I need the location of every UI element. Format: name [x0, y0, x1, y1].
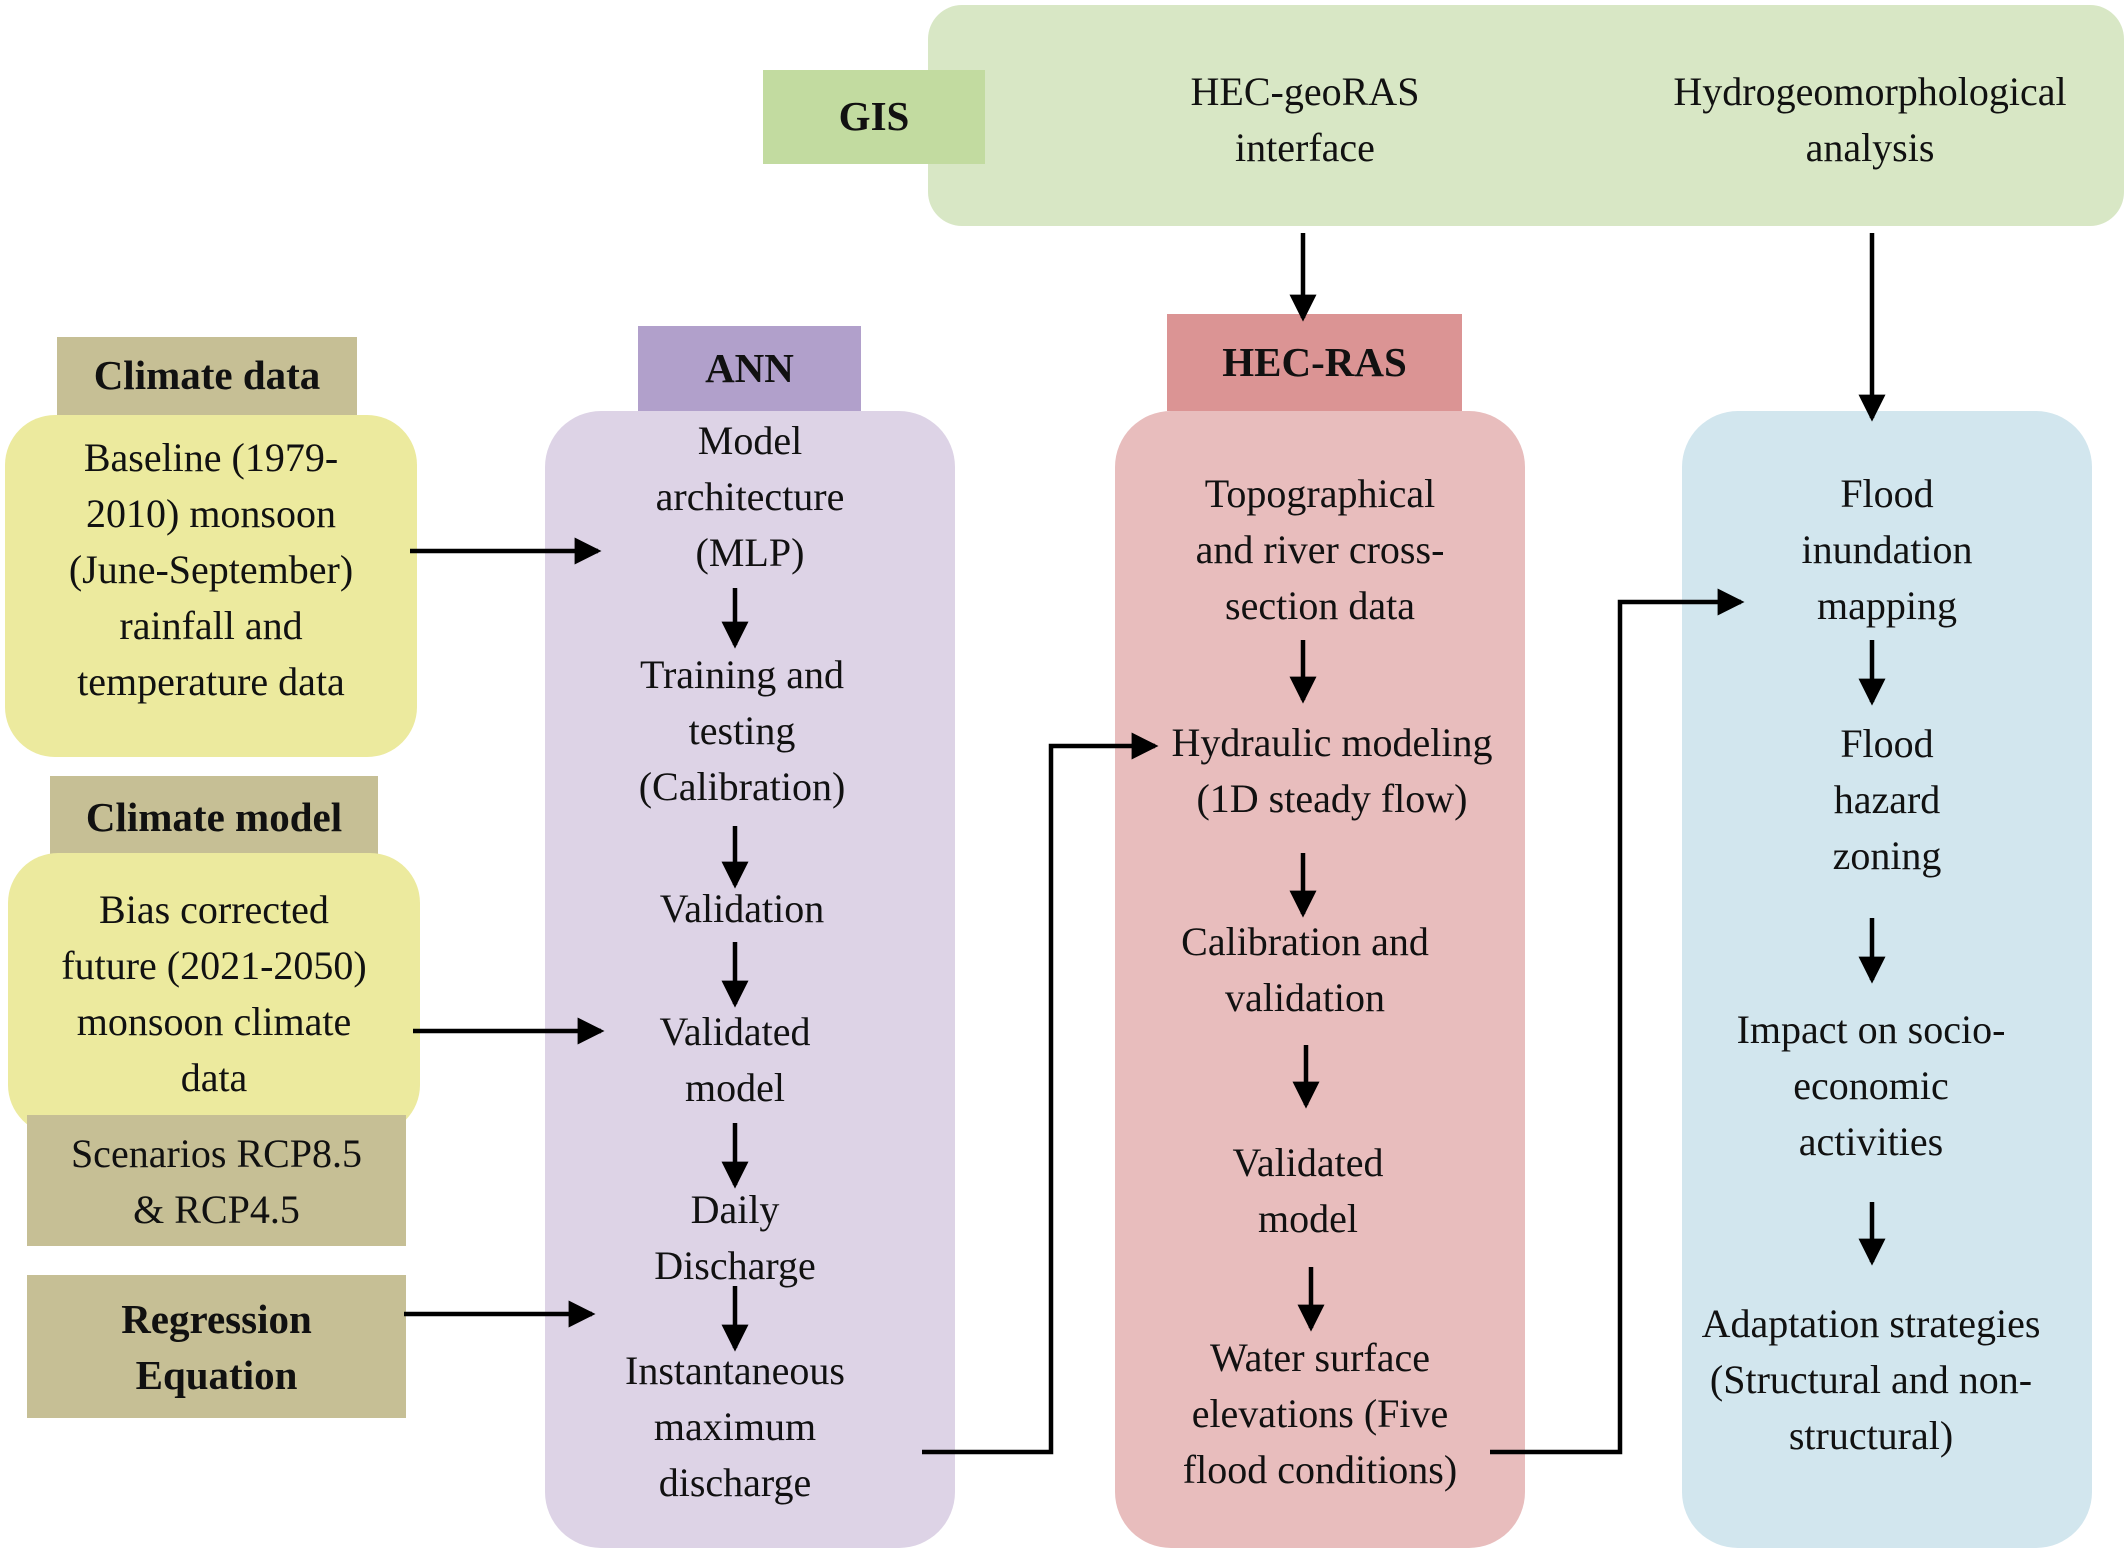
hecras-step-water-surface: Water surface elevations (Five flood con… [1115, 1330, 1525, 1498]
ann-s6-line-1: Instantaneous [625, 1348, 845, 1393]
regression-line-1: Regression [121, 1295, 312, 1342]
ann-step-validated-model: Validated model [530, 1004, 940, 1116]
climate-data-tag: Climate data [57, 337, 357, 415]
flood-step-inundation-mapping: Flood inundation mapping [1682, 466, 2092, 634]
hec-s2-line-1: Hydraulic modeling [1171, 720, 1493, 765]
regression-equation-box: Regression Equation [27, 1275, 406, 1418]
hecras-step-calibration-validation: Calibration and validation [1100, 914, 1510, 1026]
future-line-1: Bias corrected [99, 887, 329, 932]
ann-step-model-architecture: Model architecture (MLP) [545, 413, 955, 581]
hecras-step-validated-model: Validated model [1103, 1135, 1513, 1247]
hydrogeo-line-1: Hydrogeomorphological [1673, 69, 2067, 114]
ann-s2-line-3: (Calibration) [638, 764, 846, 809]
ann-step-training-testing: Training and testing (Calibration) [537, 647, 947, 815]
scenarios-text: Scenarios RCP8.5 & RCP4.5 [27, 1126, 406, 1238]
scenarios-line-2: & RCP4.5 [133, 1187, 300, 1232]
hec-s3-line-2: validation [1225, 975, 1385, 1020]
flood-s4-line-2: (Structural and non- [1709, 1357, 2033, 1402]
future-climate-text: Bias corrected future (2021-2050) monsoo… [8, 882, 420, 1106]
baseline-line-5: temperature data [77, 659, 345, 704]
future-line-2: future (2021-2050) [61, 943, 367, 988]
ann-s1-line-3: (MLP) [695, 530, 805, 575]
gis-tag: GIS [763, 70, 985, 164]
ann-s1-line-2: architecture [655, 474, 845, 519]
ann-s6-line-3: discharge [658, 1460, 812, 1505]
hec-s1-line-1: Topographical [1204, 471, 1436, 516]
hec-s4-line-2: model [1258, 1196, 1358, 1241]
baseline-line-1: Baseline (1979- [83, 435, 339, 480]
hec-georas-line-1: HEC-geoRAS [1190, 69, 1420, 114]
ann-s4-line-1: Validated [659, 1009, 811, 1054]
flood-step-hazard-zoning: Flood hazard zoning [1682, 716, 2092, 884]
flood-s4-line-3: structural) [1788, 1413, 1954, 1458]
ann-step-daily-discharge: Daily Discharge [530, 1182, 940, 1294]
flood-s2-line-1: Flood [1840, 721, 1934, 766]
hec-s1-line-3: section data [1225, 583, 1415, 628]
climate-model-tag: Climate model [50, 776, 378, 860]
hec-s3-line-1: Calibration and [1181, 919, 1429, 964]
regression-line-2: Equation [135, 1351, 298, 1398]
flood-s3-line-2: economic [1793, 1063, 1949, 1108]
hec-s5-line-3: flood conditions) [1182, 1447, 1458, 1492]
flood-s2-line-2: hazard [1833, 777, 1941, 822]
ann-step-instantaneous-discharge: Instantaneous maximum discharge [530, 1343, 940, 1511]
hydrogeo-line-2: analysis [1805, 125, 1935, 170]
flood-s3-line-3: activities [1798, 1119, 1944, 1164]
scenarios-box [27, 1115, 406, 1246]
baseline-text: Baseline (1979- 2010) monsoon (June-Sept… [5, 430, 417, 710]
hecras-step-topographical-data: Topographical and river cross- section d… [1115, 466, 1525, 634]
hecras-box [1115, 411, 1525, 1548]
hydrogeomorphological-label: Hydrogeomorphological analysis [1620, 64, 2120, 176]
flood-box [1682, 411, 2092, 1548]
future-line-3: monsoon climate [76, 999, 352, 1044]
baseline-box [5, 415, 417, 757]
hecras-tag: HEC-RAS [1167, 314, 1462, 411]
flood-s2-line-3: zoning [1832, 833, 1942, 878]
ann-box [545, 411, 955, 1548]
flood-s1-line-1: Flood [1840, 471, 1934, 516]
hec-georas-label: HEC-geoRAS interface [1130, 64, 1480, 176]
hec-s5-line-1: Water surface [1210, 1335, 1430, 1380]
ann-s3-line-1: Validation [659, 886, 825, 931]
future-line-4: data [180, 1055, 248, 1100]
baseline-line-3: (June-September) [68, 547, 354, 592]
flood-s3-line-1: Impact on socio- [1736, 1007, 2006, 1052]
hec-georas-line-2: interface [1235, 125, 1375, 170]
ann-tag: ANN [638, 326, 861, 411]
scenarios-line-1: Scenarios RCP8.5 [70, 1131, 363, 1176]
ann-s4-line-2: model [685, 1065, 785, 1110]
flood-step-adaptation-strategies: Adaptation strategies (Structural and no… [1646, 1296, 2096, 1464]
arrow-hecras-to-flood [1490, 588, 1745, 1455]
ann-step-validation: Validation [537, 881, 947, 937]
hec-s1-line-2: and river cross- [1195, 527, 1445, 572]
flood-s4-line-1: Adaptation strategies [1701, 1301, 2041, 1346]
ann-s2-line-1: Training and [639, 652, 845, 697]
ann-s2-line-2: testing [688, 708, 796, 753]
hecras-step-hydraulic-modeling: Hydraulic modeling (1D steady flow) [1127, 715, 1537, 827]
flood-s1-line-3: mapping [1817, 583, 1957, 628]
baseline-line-2: 2010) monsoon [86, 491, 336, 536]
gis-bar [928, 5, 2124, 226]
ann-s5-line-2: Discharge [654, 1243, 816, 1288]
ann-s5-line-1: Daily [690, 1187, 780, 1232]
hec-s4-line-1: Validated [1232, 1140, 1384, 1185]
ann-s1-line-1: Model [697, 418, 803, 463]
arrow-ann-to-hecras [922, 732, 1159, 1455]
flood-step-socioeconomic-impact: Impact on socio- economic activities [1666, 1002, 2076, 1170]
future-climate-box [8, 853, 420, 1135]
flood-s1-line-2: inundation [1801, 527, 1973, 572]
ann-s6-line-2: maximum [653, 1404, 817, 1449]
hec-s5-line-2: elevations (Five [1191, 1391, 1449, 1436]
hec-s2-line-2: (1D steady flow) [1196, 776, 1468, 821]
baseline-line-4: rainfall and [119, 603, 303, 648]
